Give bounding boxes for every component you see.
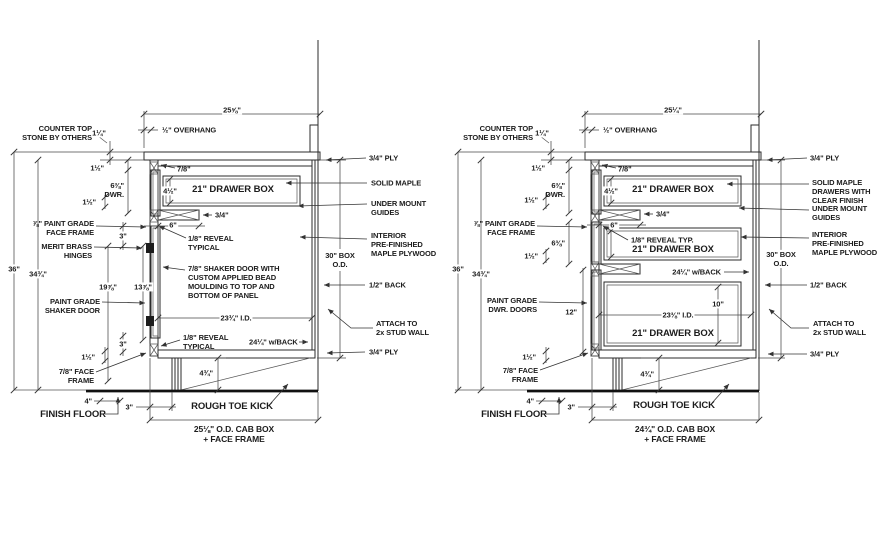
drawer-box: [163, 176, 300, 206]
stretcher-1: [599, 210, 640, 220]
drawer-front-3: [592, 270, 601, 350]
backsplash: [751, 125, 759, 152]
leader-arrows: [537, 136, 809, 414]
bottom-ply: [599, 350, 756, 358]
stretcher-2: [599, 264, 640, 274]
toe-kick-diagonal: [181, 358, 310, 390]
drawer-front-1: [592, 170, 601, 214]
drawer-front-2: [592, 222, 601, 264]
toe-kick-board: [613, 358, 622, 390]
hinge-block-top: [146, 243, 154, 253]
drawer-box-1: [604, 176, 741, 206]
hinge-block-bottom: [146, 316, 154, 326]
toe-kick-diagonal: [622, 358, 751, 390]
right-cabinet-linework: [454, 40, 809, 424]
left-cabinet-linework: [10, 40, 373, 424]
counter-top: [144, 152, 320, 160]
drawer-front: [151, 170, 160, 216]
drawer-box-3: [604, 282, 741, 346]
bottom-ply: [158, 350, 315, 358]
counter-top: [585, 152, 761, 160]
back-panel: [753, 160, 756, 350]
back-panel: [312, 160, 315, 350]
top-ply: [599, 160, 753, 166]
drawer-box-2: [604, 228, 741, 260]
toe-kick-board: [172, 358, 181, 390]
dimension-lines: [14, 111, 346, 420]
backsplash: [310, 125, 318, 152]
stretcher: [158, 210, 199, 220]
top-ply: [158, 160, 312, 166]
dimension-ticks: [10, 110, 344, 424]
leader-arrows: [94, 136, 373, 414]
